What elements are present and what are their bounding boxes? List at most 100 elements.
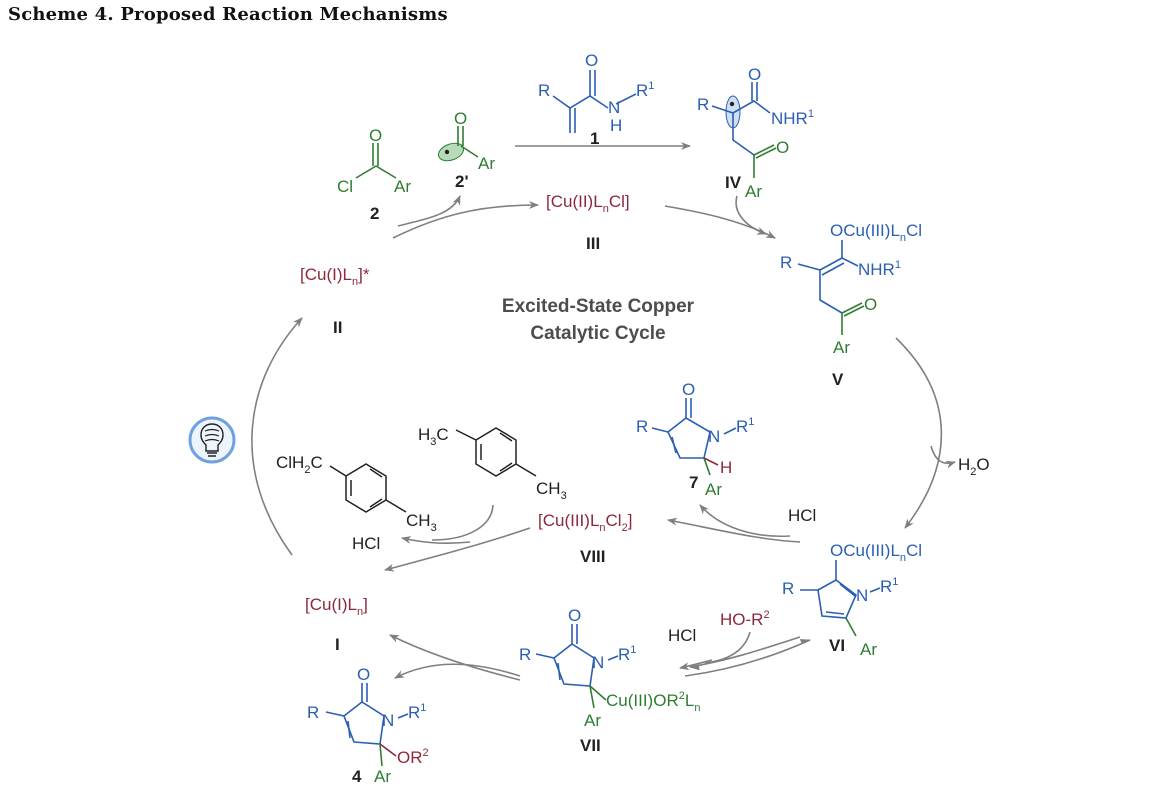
svg-text:[Cu(I)Ln]*: [Cu(I)Ln]* [300, 265, 370, 288]
svg-text:2': 2' [455, 172, 469, 191]
svg-text:N: N [856, 586, 868, 605]
cycle-arrows [251, 142, 956, 681]
species-IV: R O NHR1 O Ar IV [697, 65, 814, 201]
svg-text:H: H [610, 116, 622, 135]
svg-text:NHR1: NHR1 [858, 259, 901, 279]
svg-text:CH3: CH3 [406, 511, 437, 534]
svg-text:Ar: Ar [478, 154, 495, 173]
species-2-prime: O Ar 2' [437, 109, 495, 191]
species-II: [Cu(I)Ln]* II [300, 265, 370, 337]
species-VII: O R N R1 Cu(III)OR2Ln Ar VII [519, 606, 700, 755]
svg-text:O: O [776, 138, 789, 157]
svg-text:NHR1: NHR1 [771, 108, 814, 128]
svg-text:7: 7 [689, 473, 698, 492]
svg-text:H3C: H3C [418, 425, 449, 448]
svg-text:VIII: VIII [580, 547, 606, 566]
svg-text:O: O [748, 65, 761, 84]
species-7: O R N R1 H Ar 7 [636, 380, 754, 499]
species-VIII: [Cu(III)LnCl2] VIII [538, 511, 632, 566]
svg-text:O: O [568, 606, 581, 625]
svg-text:R: R [782, 579, 794, 598]
svg-text:O: O [864, 295, 877, 314]
svg-text:R1: R1 [618, 644, 636, 664]
arrow-to-7 [699, 504, 791, 538]
arrow-VI-to-VIII [667, 517, 801, 543]
svg-text:V: V [832, 370, 844, 389]
svg-text:[Cu(III)LnCl2]: [Cu(III)LnCl2] [538, 511, 632, 534]
hcl-top-label: HCl [788, 506, 816, 525]
water-label: H2O [958, 455, 990, 478]
svg-text:OCu(III)LnCl: OCu(III)LnCl [830, 541, 922, 564]
svg-text:Ar: Ar [705, 480, 722, 499]
species-xylene: H3C CH3 [418, 425, 567, 502]
svg-text:R: R [538, 81, 550, 100]
species-2: Cl O Ar 2 [337, 126, 411, 223]
svg-text:N: N [592, 653, 604, 672]
arrow-water [930, 445, 956, 469]
svg-text:4: 4 [352, 767, 362, 786]
species-4: O R N R1 OR2 Ar 4 [307, 665, 429, 786]
arrow-III-to-V [664, 205, 776, 239]
svg-text:Ar: Ar [584, 711, 601, 730]
svg-text:N: N [382, 711, 394, 730]
svg-text:Ar: Ar [394, 177, 411, 196]
arrow-big-right [895, 337, 943, 529]
svg-text:N: N [608, 98, 620, 117]
svg-text:R1: R1 [736, 416, 754, 436]
svg-text:OCu(III)LnCl: OCu(III)LnCl [830, 221, 922, 244]
center-line-1: Excited-State Copper [502, 296, 695, 317]
center-line-2: Catalytic Cycle [530, 323, 665, 344]
svg-text:H: H [720, 458, 732, 477]
svg-text:Cl: Cl [337, 177, 353, 196]
svg-text:1: 1 [590, 129, 599, 148]
svg-text:R: R [519, 645, 531, 664]
cycle-center-label: Excited-State Copper Catalytic Cycle [502, 296, 695, 344]
svg-text:IV: IV [725, 173, 742, 192]
svg-text:[Cu(I)Ln]: [Cu(I)Ln] [305, 595, 368, 618]
hcl-left-label: HCl [352, 534, 380, 553]
species-1: R O N H R1 1 [538, 51, 654, 148]
svg-text:R1: R1 [880, 576, 898, 596]
species-benzyl-chloride: ClH2C CH3 [276, 453, 437, 534]
arrow-to-hcl-left [401, 536, 471, 544]
svg-text:O: O [357, 665, 370, 684]
svg-text:[Cu(II)LnCl]: [Cu(II)LnCl] [546, 192, 630, 215]
svg-text:I: I [335, 635, 340, 654]
arrow-IV-curve [735, 195, 767, 235]
species-I: [Cu(I)Ln] I [305, 595, 368, 654]
svg-text:O: O [454, 109, 467, 128]
arrow-alcohol-curve [704, 631, 751, 664]
species-VI: OCu(III)LnCl R N R1 Ar VI [782, 541, 922, 659]
svg-text:R: R [307, 703, 319, 722]
hcl-bottom-label: HCl [668, 626, 696, 645]
arrow-2-to-2p [397, 195, 461, 227]
species-V: OCu(III)LnCl R NHR1 O Ar V [780, 221, 922, 389]
svg-text:VII: VII [580, 736, 601, 755]
svg-text:VI: VI [829, 636, 845, 655]
arrow-VII-to-VI-lower [684, 639, 811, 677]
svg-text:N: N [708, 427, 720, 446]
svg-text:ClH2C: ClH2C [276, 453, 323, 476]
svg-text:R: R [780, 253, 792, 272]
svg-text:CH3: CH3 [536, 479, 567, 502]
svg-text:II: II [333, 318, 342, 337]
svg-text:R: R [636, 417, 648, 436]
arrow-to-hcl-bottom [679, 659, 713, 671]
svg-text:R1: R1 [636, 80, 654, 100]
svg-text:R1: R1 [408, 702, 426, 722]
svg-text:III: III [586, 234, 600, 253]
arrow-big-left [251, 317, 303, 556]
svg-text:Cu(III)OR2Ln: Cu(III)OR2Ln [606, 690, 700, 714]
svg-text:Ar: Ar [374, 767, 391, 786]
scheme-title: Scheme 4. Proposed Reaction Mechanisms [8, 4, 448, 25]
species-III: [Cu(II)LnCl] III [546, 192, 630, 253]
svg-text:Ar: Ar [860, 640, 877, 659]
svg-text:OR2: OR2 [397, 747, 429, 767]
arrow-VI-to-VII-upper [689, 636, 801, 671]
svg-text:O: O [585, 51, 598, 70]
light-bulb-icon [188, 416, 236, 464]
arrow-VIII-to-I [384, 527, 531, 572]
svg-text:Ar: Ar [745, 182, 762, 201]
arrow-xylene-curve [431, 504, 494, 541]
